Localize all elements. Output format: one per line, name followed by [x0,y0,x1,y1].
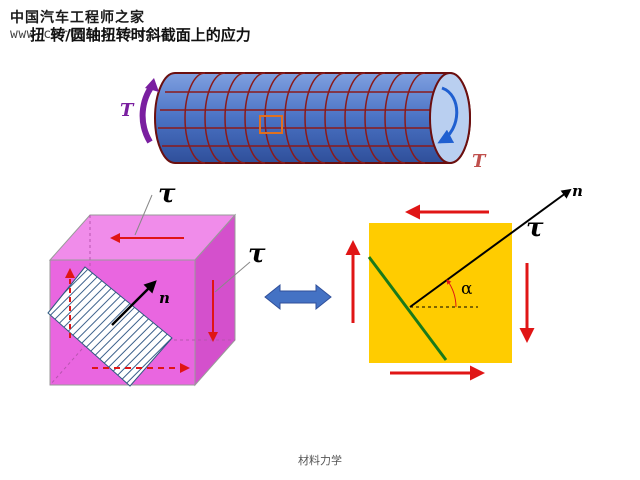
leader-line-top [134,194,153,236]
cylinder [139,72,471,164]
torque-arrow-left [139,84,155,144]
element-highlight [259,115,283,134]
alpha-label: α [461,279,473,299]
torque-label-left: T [120,100,135,121]
torque-arrow-right [437,86,459,144]
inclined-section [47,266,173,387]
inclined-plane-line [367,256,448,361]
square-face [369,223,512,363]
stress-square [345,188,572,381]
cylinder-grid-lines [158,91,448,147]
stress-cube [47,194,251,387]
angle-arc [446,279,457,308]
torque-label-right: T [472,151,487,172]
tau-label-cube-top: τ [158,179,176,209]
footer-caption: 材料力学 [298,454,342,467]
normal-label-square: n [572,182,583,200]
normal-label-cube: n [159,289,170,307]
equivalence-double-arrow [264,283,332,311]
page-title: 扭 转/圆轴扭转时斜截面上的应力 [30,26,251,44]
watermark-line2: www.cartech8.com [10,27,144,42]
watermark-line1: 中国汽车工程师之家 [10,10,145,26]
tau-label-square: τ [526,213,544,243]
cylinder-grid-rings [184,72,426,164]
cylinder-end-face [429,72,471,164]
tau-label-cube-side: τ [248,239,266,269]
cube-normal-arrow [111,280,157,326]
leader-line-side [214,261,251,293]
square-normal-arrow [409,188,572,308]
